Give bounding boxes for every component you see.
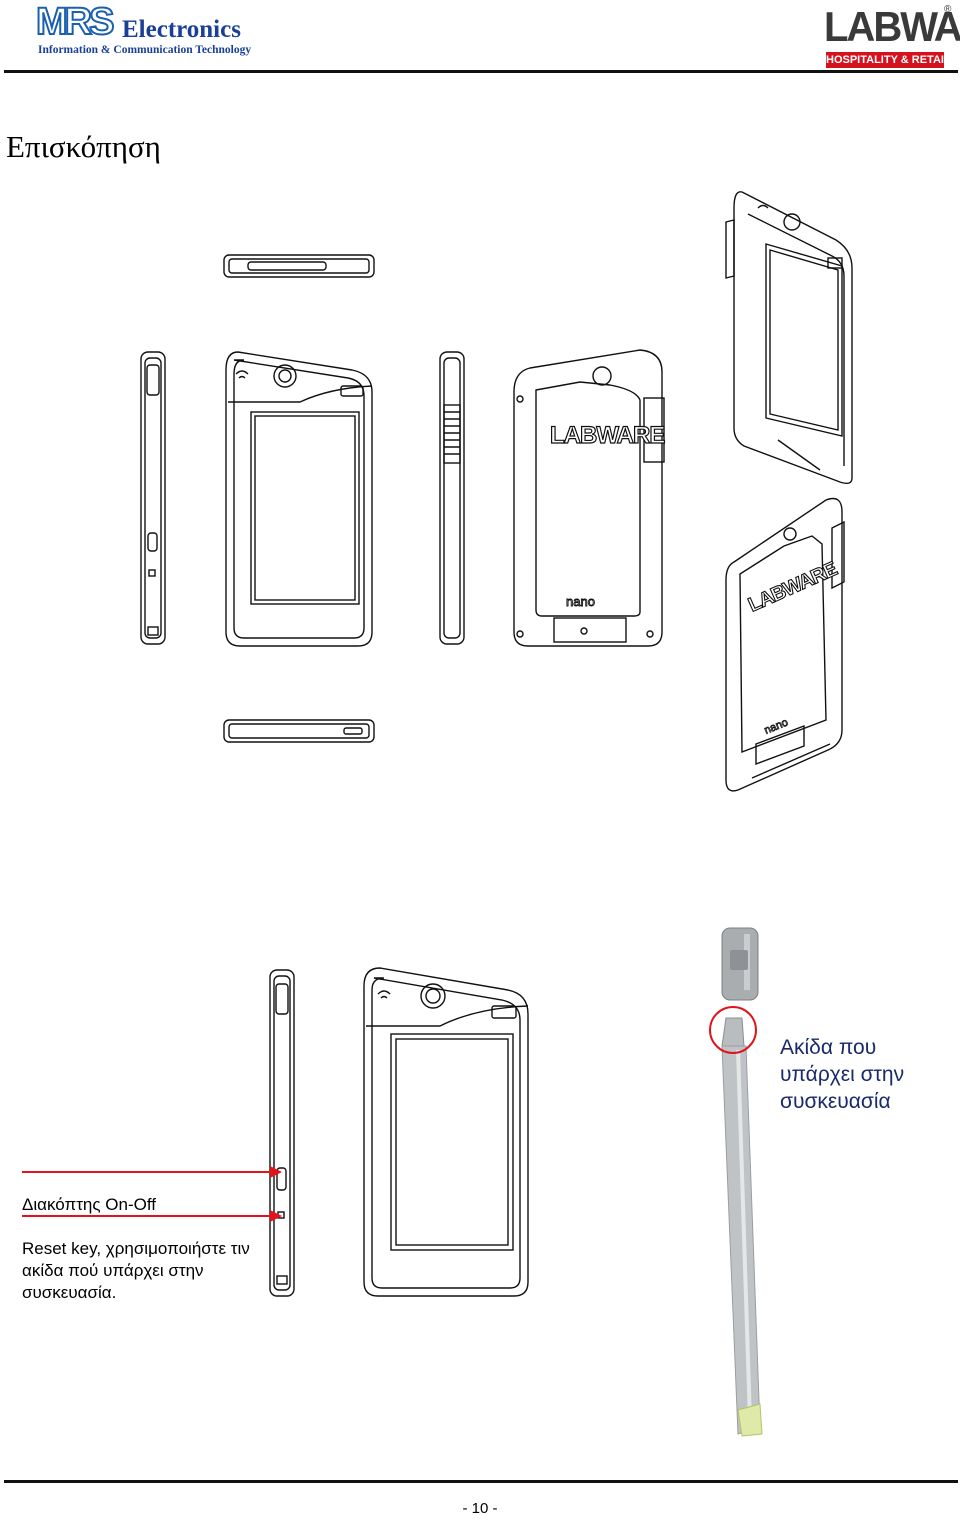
back-view-model-mark: nano xyxy=(566,594,595,609)
mrs-logo-word: Electronics xyxy=(122,16,241,43)
mrs-logo-tagline: Information & Communication Technology xyxy=(38,44,252,56)
mrs-logo-main: MRS xyxy=(35,1,115,43)
device-front-view xyxy=(225,351,373,647)
header-rule xyxy=(4,70,958,73)
callout-arrows xyxy=(22,1166,282,1222)
device-bottom-view xyxy=(223,719,375,743)
labware-registered-mark: ® xyxy=(944,4,952,15)
footer-rule xyxy=(4,1480,958,1483)
power-switch-label: Διακόπτης On-Off xyxy=(22,1195,156,1214)
back-view-brand-mark: LABWARE xyxy=(550,422,665,449)
stylus-callout-circle xyxy=(709,1006,757,1054)
stylus-label: Ακίδα που υπάρχει στην συσκευασία xyxy=(780,1036,905,1113)
labware-logo-tagline: HOSPITALITY & RETAIL xyxy=(826,52,951,68)
labware-logo: LABWARE ® HOSPITALITY & RETAIL xyxy=(824,4,960,70)
device-perspective-back xyxy=(725,497,845,792)
device-perspective-front xyxy=(725,191,853,485)
mrs-electronics-logo: MRS Electronics Information & Communicat… xyxy=(35,1,264,60)
page-number: - 10 - xyxy=(462,1500,498,1517)
page-title: Επισκόπηση xyxy=(6,129,161,164)
device-back-view xyxy=(513,349,665,647)
device-top-view xyxy=(223,254,375,278)
device-side-view-left xyxy=(140,351,166,645)
labware-logo-word: LABWARE xyxy=(824,4,960,51)
device-side-view-lower xyxy=(269,969,295,1297)
device-side-view-right xyxy=(439,351,465,645)
stylus-photo xyxy=(721,927,763,1437)
reset-key-label: Reset key, χρησιμοποιήστε τιν ακίδα πού … xyxy=(22,1239,250,1302)
device-front-view-large xyxy=(363,967,529,1297)
perspective-brand-mark: LABWARE xyxy=(745,558,841,617)
perspective-model-mark: nano xyxy=(763,716,790,736)
